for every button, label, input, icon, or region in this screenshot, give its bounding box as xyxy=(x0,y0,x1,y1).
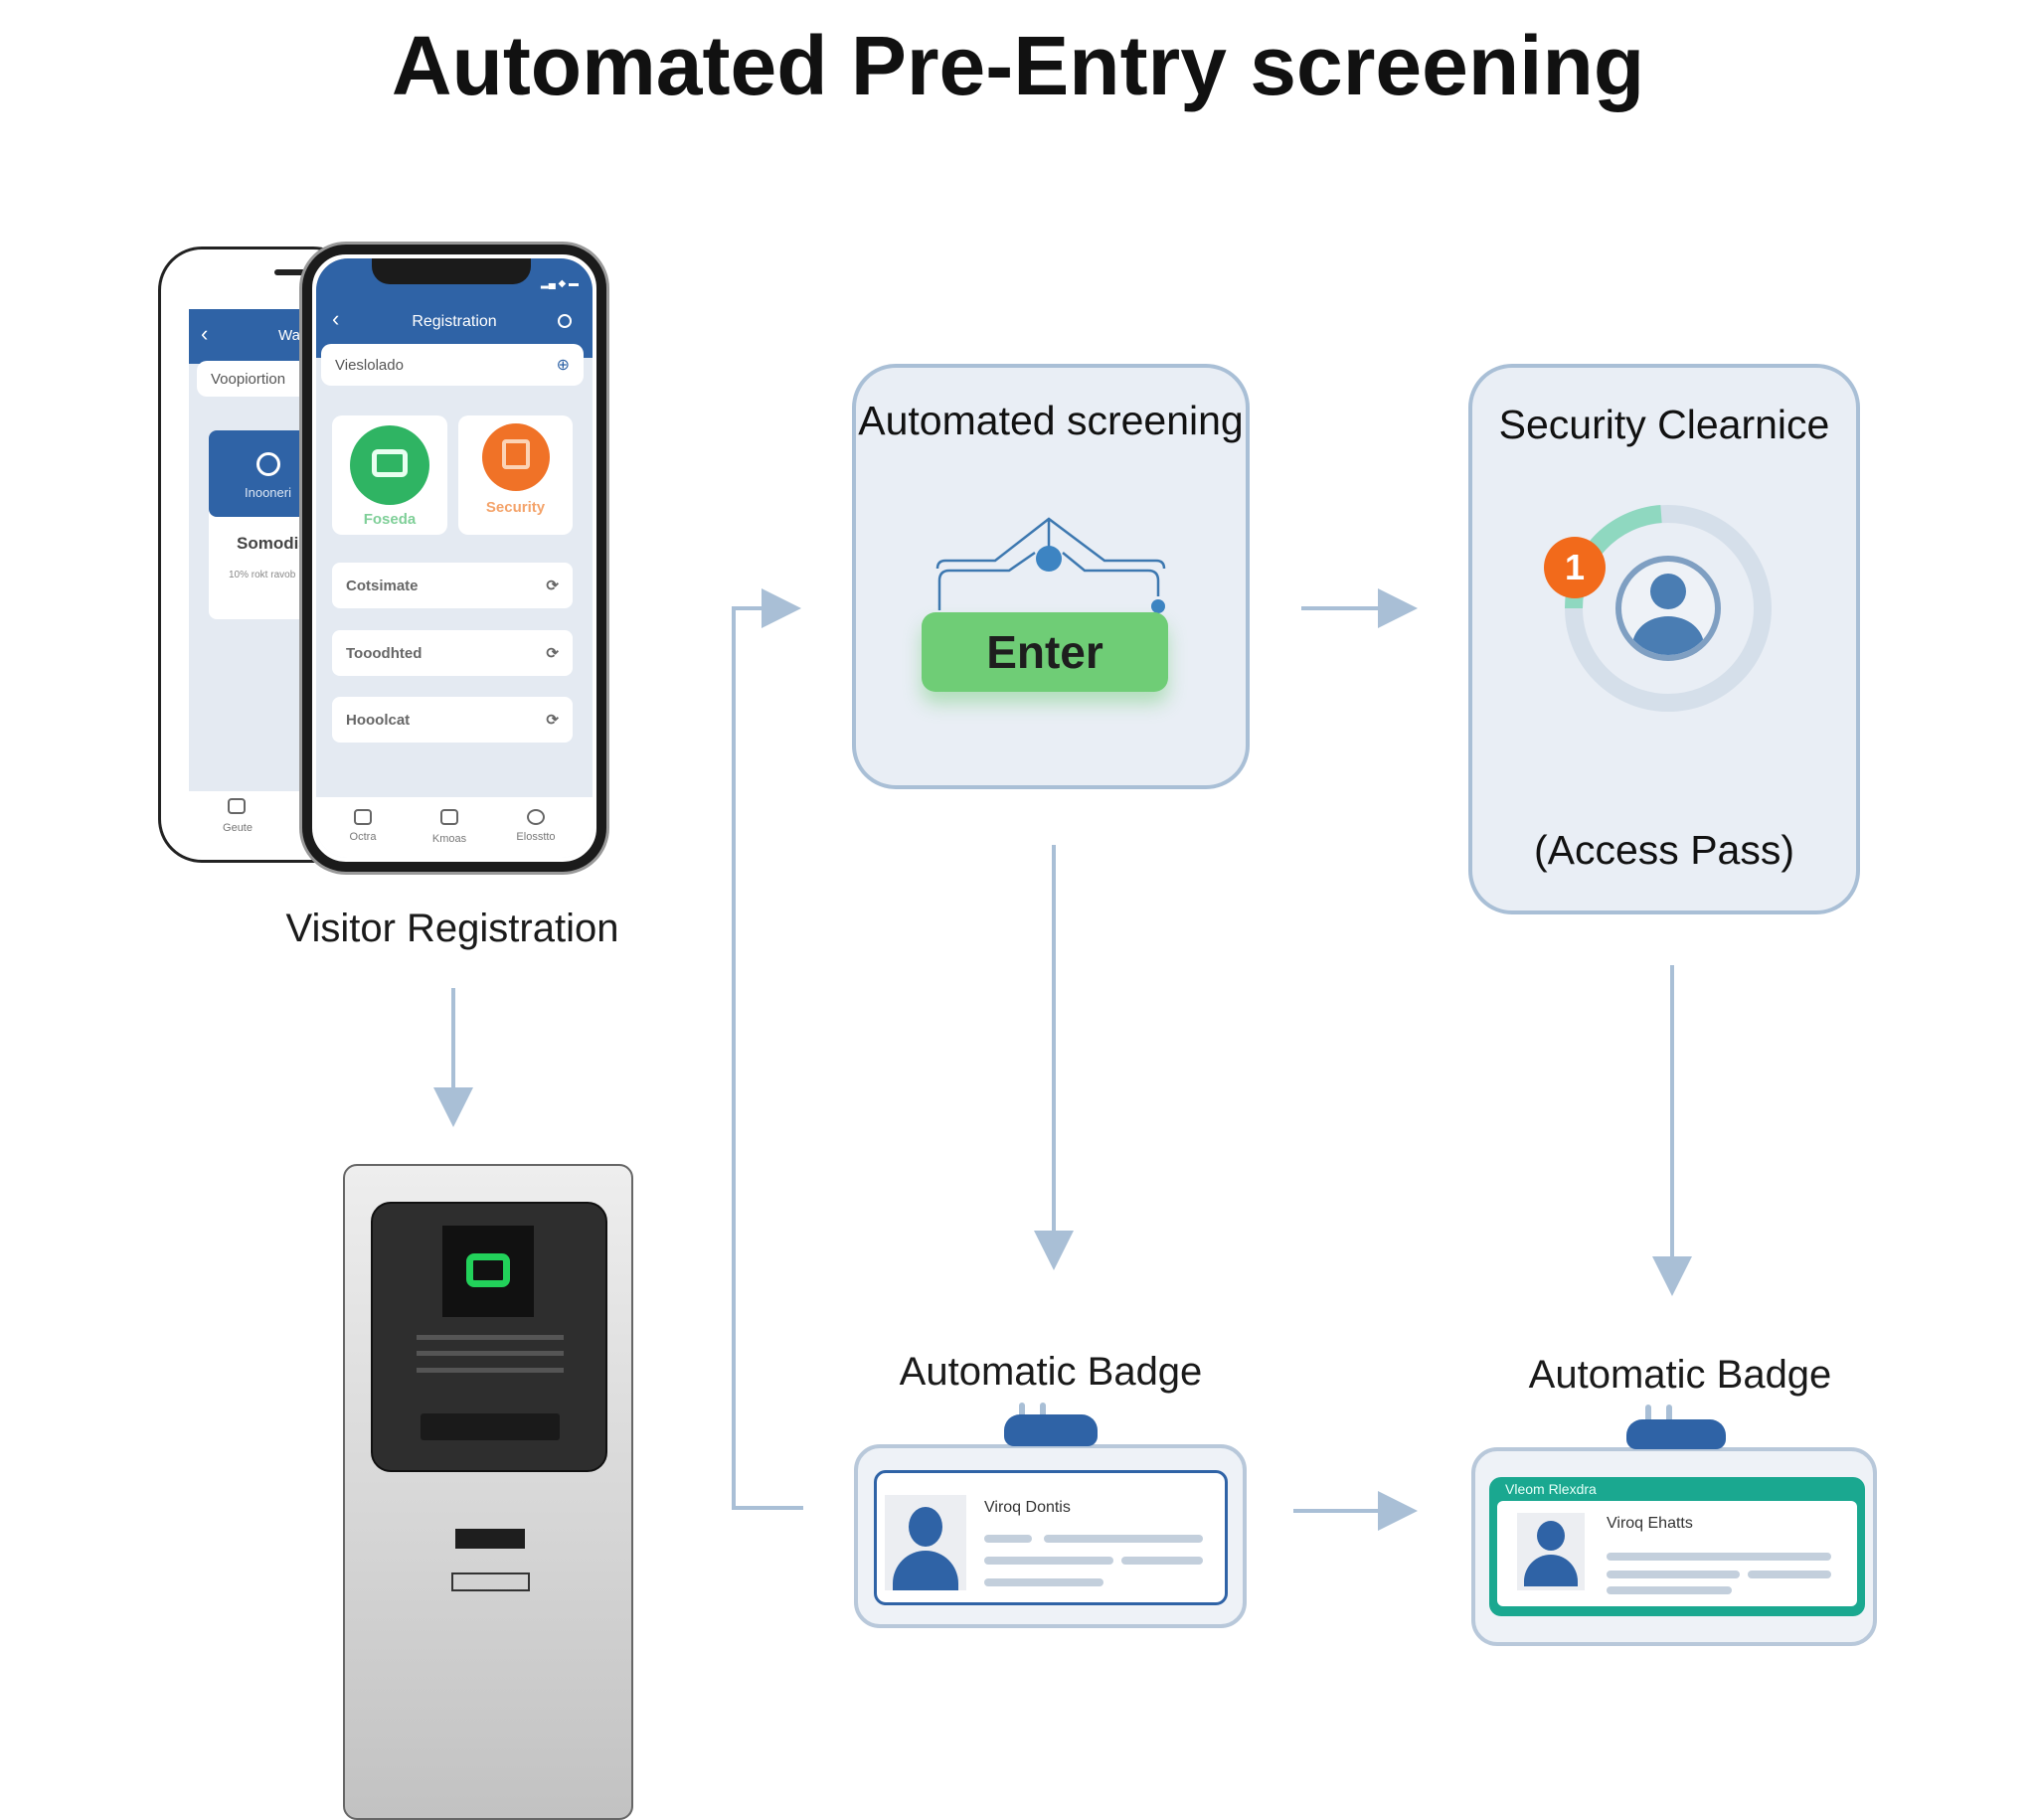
refresh-icon: ⟳ xyxy=(546,712,559,729)
refresh-icon: ⟳ xyxy=(546,578,559,594)
security-clearance-title: Security Clearnice xyxy=(1498,402,1830,447)
avatar xyxy=(885,1495,966,1590)
badge-label: Automatic Badge xyxy=(1528,1353,1832,1397)
nav-icon[interactable] xyxy=(354,809,372,825)
nav-icon[interactable] xyxy=(440,809,458,825)
form-icon xyxy=(350,425,429,505)
visitor-registration-label: Visitor Registration xyxy=(285,907,619,950)
bottom-nav: Octra Kmoas Elosstto xyxy=(316,797,593,858)
ticket-slot xyxy=(451,1572,530,1591)
refresh-icon: ⟳ xyxy=(546,645,559,662)
network-icon xyxy=(935,517,1166,613)
enter-button[interactable]: Enter xyxy=(922,612,1168,692)
automatic-badge-1: Viroq Dontis xyxy=(854,1444,1247,1628)
tile-security[interactable]: Security xyxy=(458,415,573,535)
arrow-badge-back-to-screening xyxy=(732,588,803,1510)
screen-title: Registration xyxy=(412,313,497,330)
clearance-progress-ring xyxy=(1564,505,1772,712)
user-icon xyxy=(1632,574,1704,655)
security-clearance-card: Security Clearnice 1 (Access Pass) xyxy=(1468,364,1860,914)
nav-icon[interactable] xyxy=(527,809,545,825)
list-item[interactable]: Cotsimate⟳ xyxy=(332,563,573,608)
profile-icon[interactable] xyxy=(558,314,572,328)
card-slot xyxy=(455,1529,525,1549)
badge-name: Viroq Ehatts xyxy=(1607,1515,1693,1532)
badge-header: Vleom Rlexdra xyxy=(1505,1481,1597,1497)
badge-clip xyxy=(1004,1414,1098,1446)
front-phone: ▂▄ ◆ ▬ ‹ Registration Vieslolado ⊕ Fosed… xyxy=(302,245,606,872)
search-input[interactable]: Vieslolado ⊕ xyxy=(321,344,584,386)
access-pass-label: (Access Pass) xyxy=(1534,827,1794,873)
badge-label: Automatic Badge xyxy=(899,1350,1203,1394)
notification-badge: 1 xyxy=(1544,537,1606,598)
notch xyxy=(372,258,531,284)
tile-forms[interactable]: Foseda xyxy=(332,415,447,535)
avatar xyxy=(1517,1513,1585,1590)
page-title: Automated Pre-Entry screening xyxy=(391,19,1645,112)
camera-icon xyxy=(256,452,280,476)
nav-icon[interactable] xyxy=(228,798,246,814)
kiosk-screen xyxy=(371,1202,607,1472)
automated-screening-card: Automated screening Enter xyxy=(852,364,1250,789)
back-icon[interactable]: ‹ xyxy=(201,321,209,346)
search-icon: ⊕ xyxy=(556,357,570,374)
back-icon[interactable]: ‹ xyxy=(332,306,340,331)
list-item[interactable]: Tooodhted⟳ xyxy=(332,630,573,676)
security-icon xyxy=(482,423,550,491)
badge-clip xyxy=(1626,1419,1726,1449)
badge-name: Viroq Dontis xyxy=(984,1499,1071,1516)
kiosk xyxy=(343,1164,633,1820)
status-icons: ▂▄ ◆ ▬ xyxy=(541,278,580,289)
speaker xyxy=(274,269,314,275)
automated-screening-title: Automated screening xyxy=(858,398,1244,443)
automatic-badge-2: Vleom Rlexdra Viroq Ehatts xyxy=(1471,1447,1877,1646)
list-item[interactable]: Hooolcat⟳ xyxy=(332,697,573,743)
scanner-icon xyxy=(442,1226,534,1317)
